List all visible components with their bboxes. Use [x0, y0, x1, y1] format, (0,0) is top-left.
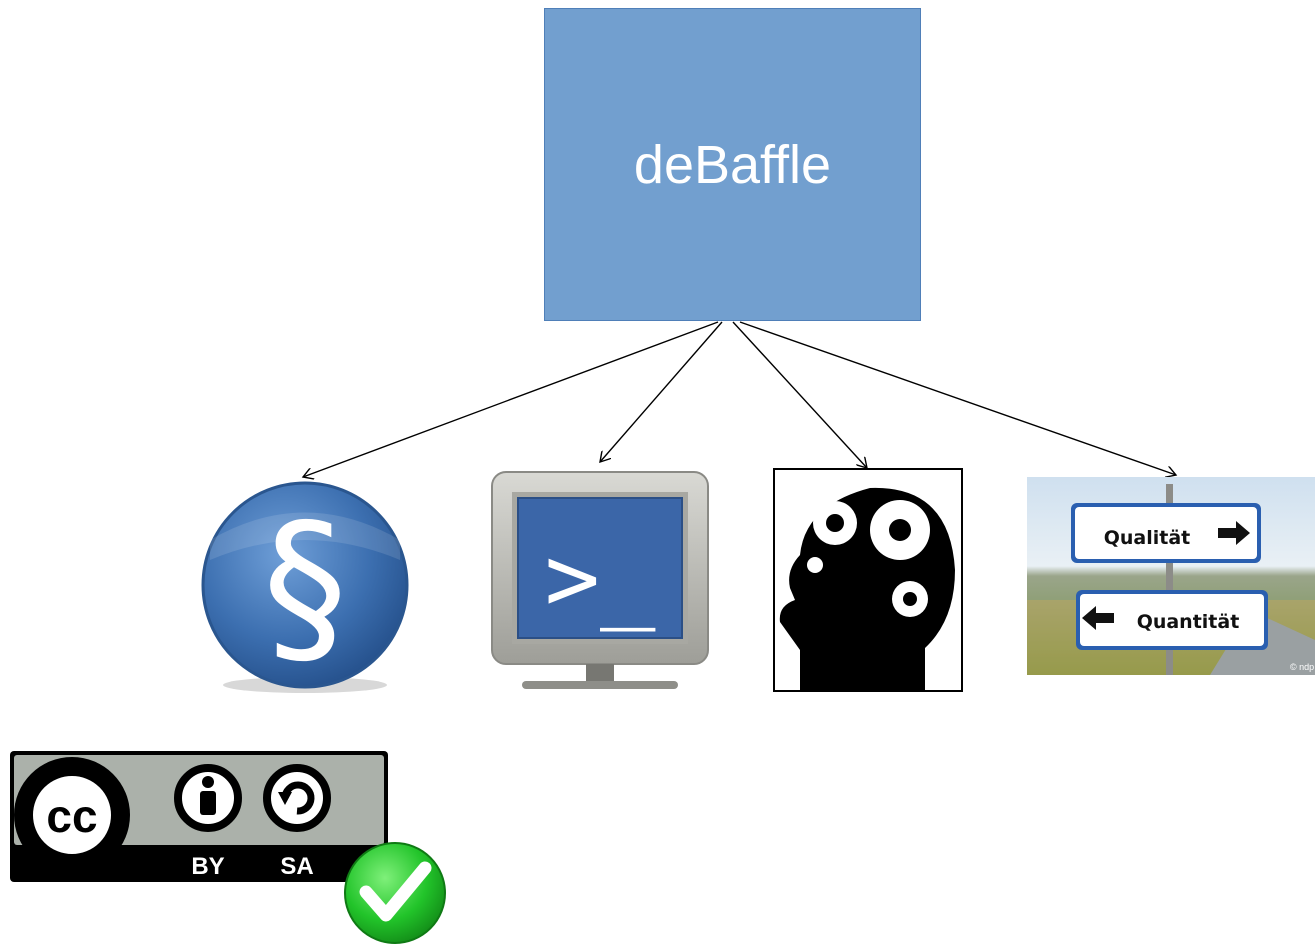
arrow-to-law	[303, 321, 719, 477]
arrow-to-quality	[739, 321, 1176, 475]
arrow-to-mind	[732, 321, 867, 468]
arrow-to-terminal	[600, 321, 723, 462]
cc-icon	[23, 766, 121, 864]
terminal-glyph: >_	[545, 525, 656, 632]
root-node: deBaffle	[544, 8, 921, 321]
terminal-icon: >_	[491, 471, 709, 689]
check-icon	[344, 842, 446, 944]
sa-label: SA	[280, 853, 313, 880]
paragraph-glyph: §	[263, 488, 348, 686]
paragraph-icon: §	[201, 481, 409, 693]
sa-icon	[263, 764, 331, 832]
arrow-right-icon	[1218, 521, 1250, 545]
license-badge: cc BY SA	[10, 751, 388, 882]
sign-quality-label: Qualität	[1104, 527, 1191, 549]
cc-label: cc	[46, 790, 97, 842]
photo-credit: © ndp	[1290, 662, 1314, 672]
by-label: BY	[191, 853, 224, 880]
root-label: deBaffle	[633, 134, 832, 195]
sign-quantity-label: Quantität	[1137, 611, 1240, 633]
head-gears-icon	[773, 468, 963, 692]
signpost-icon: Qualität Quantität © ndp	[1027, 477, 1315, 675]
arrow-left-icon	[1082, 606, 1114, 630]
